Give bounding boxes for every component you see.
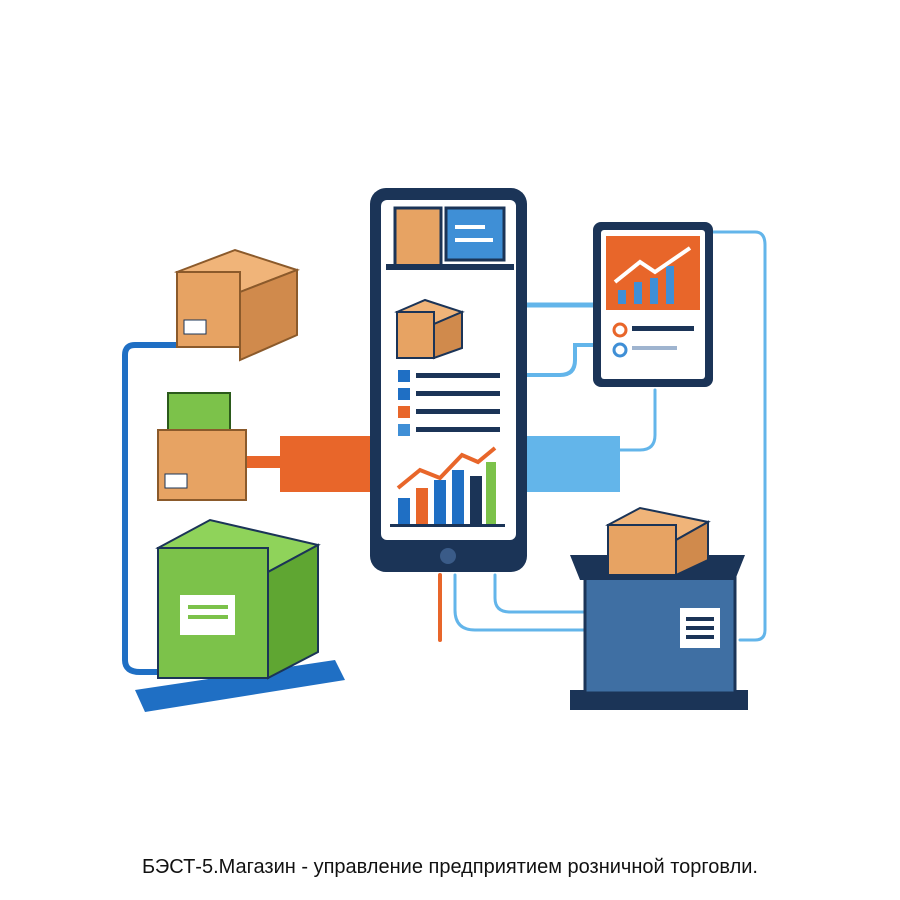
connector-lines	[122, 230, 767, 675]
smartphone	[370, 188, 527, 572]
green-box-small	[167, 392, 231, 436]
retail-management-illustration	[122, 188, 767, 712]
cardboard-box-top	[173, 248, 300, 362]
green-storage-crate	[135, 518, 345, 712]
bar-chart-icon	[390, 446, 505, 527]
blue-connector	[525, 436, 620, 492]
cardboard-box-middle	[157, 429, 247, 501]
orange-connector	[280, 436, 375, 492]
caption: БЭСТ-5.Магазин - управление предприятием…	[142, 856, 758, 878]
analytics-tablet	[593, 222, 713, 387]
list-icon	[398, 370, 500, 436]
box-icon	[394, 298, 465, 360]
blue-storage-bin	[570, 506, 748, 710]
